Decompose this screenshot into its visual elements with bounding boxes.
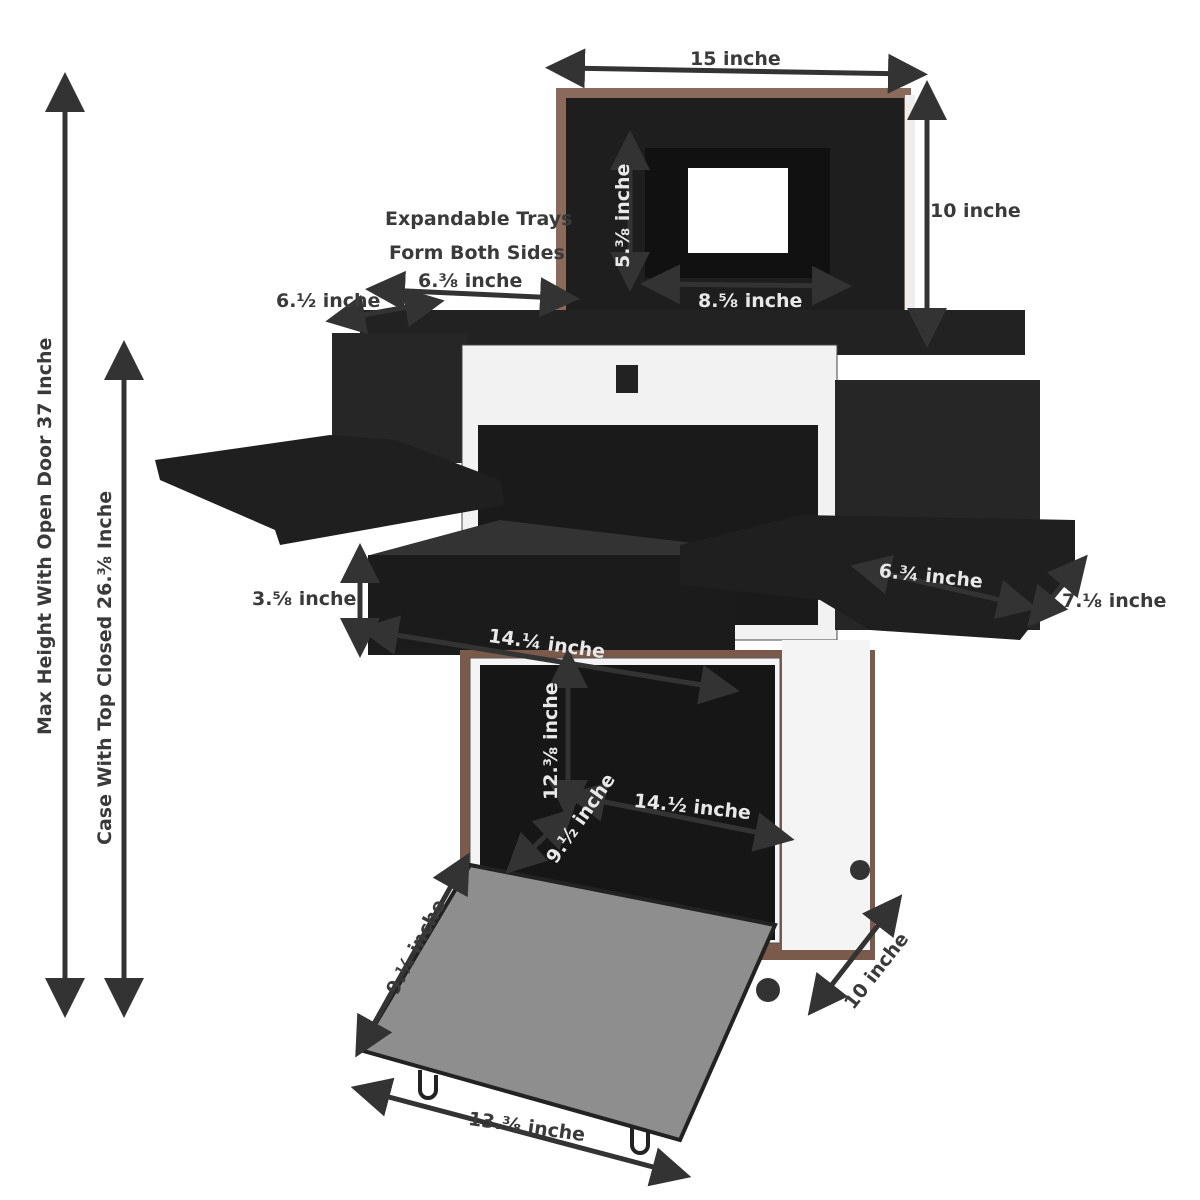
dimension-arrows (45, 48, 1088, 1187)
right-tray-depth-label: 7.⅛ inche (1062, 590, 1167, 612)
mirror-height-label: 5.⅜ inche (612, 163, 634, 268)
drawer-height-label: 3.⅝ inche (252, 588, 357, 610)
lock-icon (616, 365, 638, 393)
max-height-label: Max Height With Open Door 37 Inche (34, 337, 56, 735)
closed-height-label: Case With Top Closed 26.⅜ Inche (94, 490, 116, 845)
wheel (756, 978, 780, 1002)
wheel (850, 860, 870, 880)
lid-height-label: 10 inche (930, 200, 1021, 222)
tray-length-label: 6.⅜ inche (418, 270, 523, 292)
tray-depth-label: 6.½ inche (276, 290, 381, 312)
trays-note-line1: Expandable Trays (385, 208, 573, 230)
top-width-label: 15 inche (690, 48, 781, 70)
trays-note-line2: Form Both Sides (389, 242, 565, 264)
mirror-width-label: 8.⅝ inche (698, 290, 803, 312)
cabinet-height-label: 12.⅜ inche (540, 682, 562, 800)
left-trays (155, 435, 505, 545)
mirror (688, 168, 788, 253)
